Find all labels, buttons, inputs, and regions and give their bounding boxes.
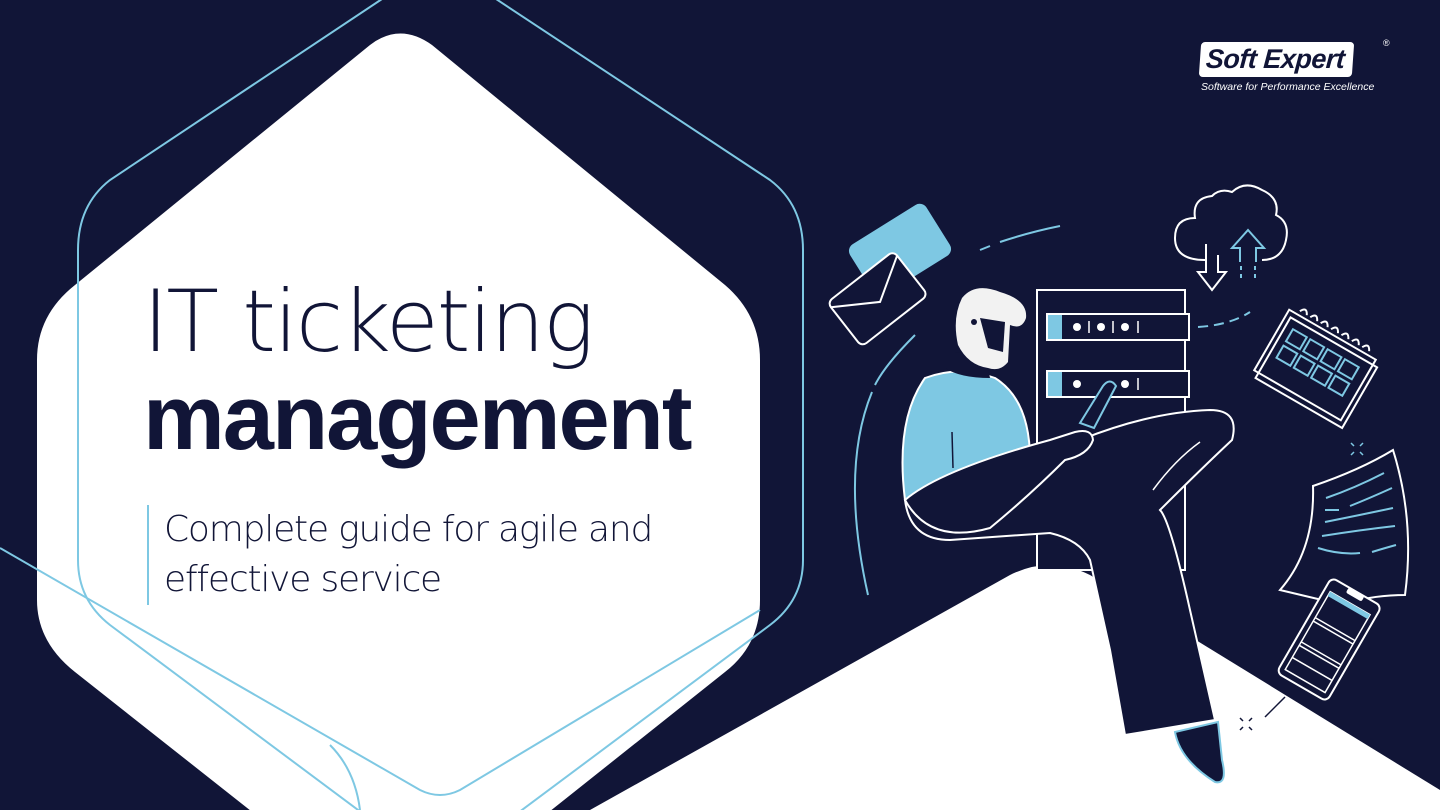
registered-mark: ® (1383, 38, 1390, 48)
smartphone-icon (1277, 578, 1381, 701)
sparkle-icon (1350, 442, 1364, 456)
title-line-2: management (143, 367, 692, 469)
calendar-icon (1252, 308, 1379, 430)
document-icon (1278, 448, 1410, 607)
logo-wordmark: Soft Expert (1198, 42, 1354, 77)
diagonal-accent-line (0, 547, 761, 796)
title-line-1: IT ticketing (143, 272, 595, 372)
main-hexagon-panel (37, 33, 760, 810)
envelope-icon (828, 203, 952, 346)
illustration (828, 184, 1410, 784)
logo-tagline: Software for Performance Excellence (1201, 81, 1375, 93)
cloud-sync-icon (1173, 184, 1288, 292)
person-arm (903, 430, 1095, 534)
cover-subtitle: Complete guide for agile and effective s… (147, 505, 724, 605)
sparkle-icon (1239, 717, 1253, 731)
cover-title: IT ticketing management (143, 272, 692, 469)
softexpert-logo: Soft Expert ® Software for Performance E… (1198, 38, 1400, 93)
person-shoe (1173, 720, 1225, 784)
outline-hexagon (77, 0, 804, 810)
bottom-right-panel (590, 565, 1440, 810)
